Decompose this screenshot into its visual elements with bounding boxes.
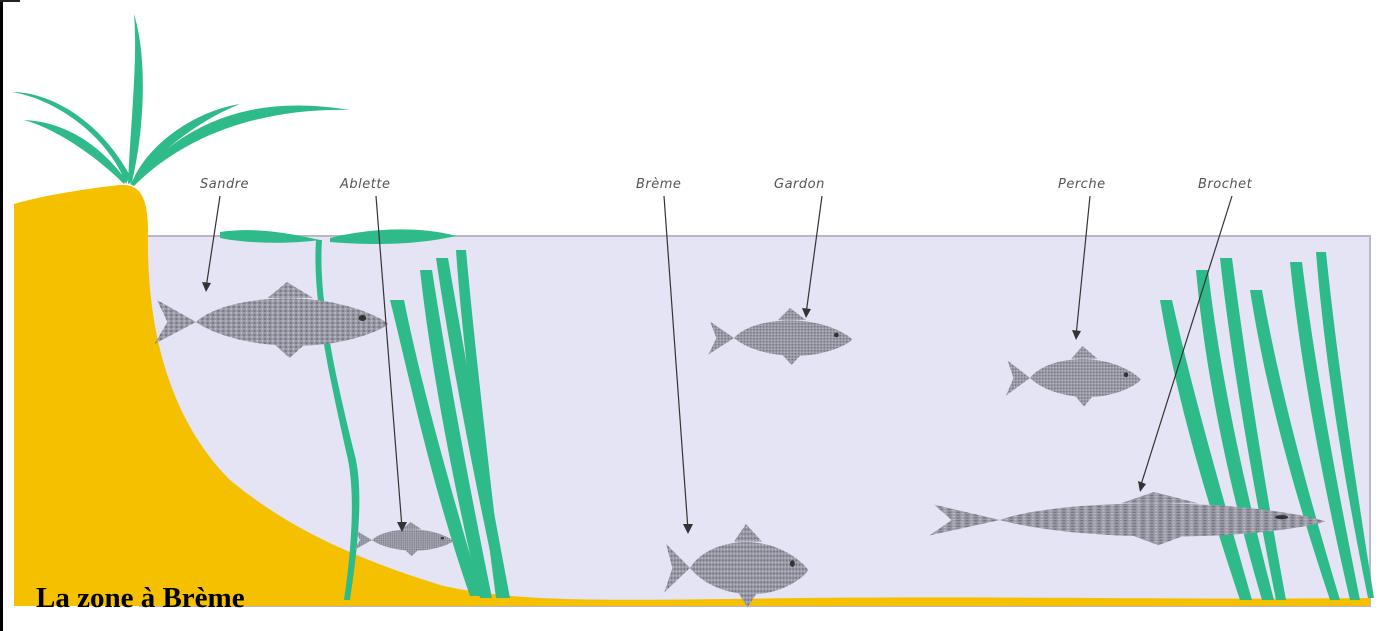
bank-grass	[12, 14, 350, 186]
label-brochet: Brochet	[1198, 177, 1253, 192]
label-gardon: Gardon	[774, 177, 825, 192]
label-sandre: Sandre	[200, 177, 249, 192]
label-perche: Perche	[1058, 177, 1106, 192]
label-ablette: Ablette	[339, 177, 390, 192]
label-breme: Brème	[636, 177, 681, 192]
zone-title: La zone à Brème	[36, 582, 245, 615]
